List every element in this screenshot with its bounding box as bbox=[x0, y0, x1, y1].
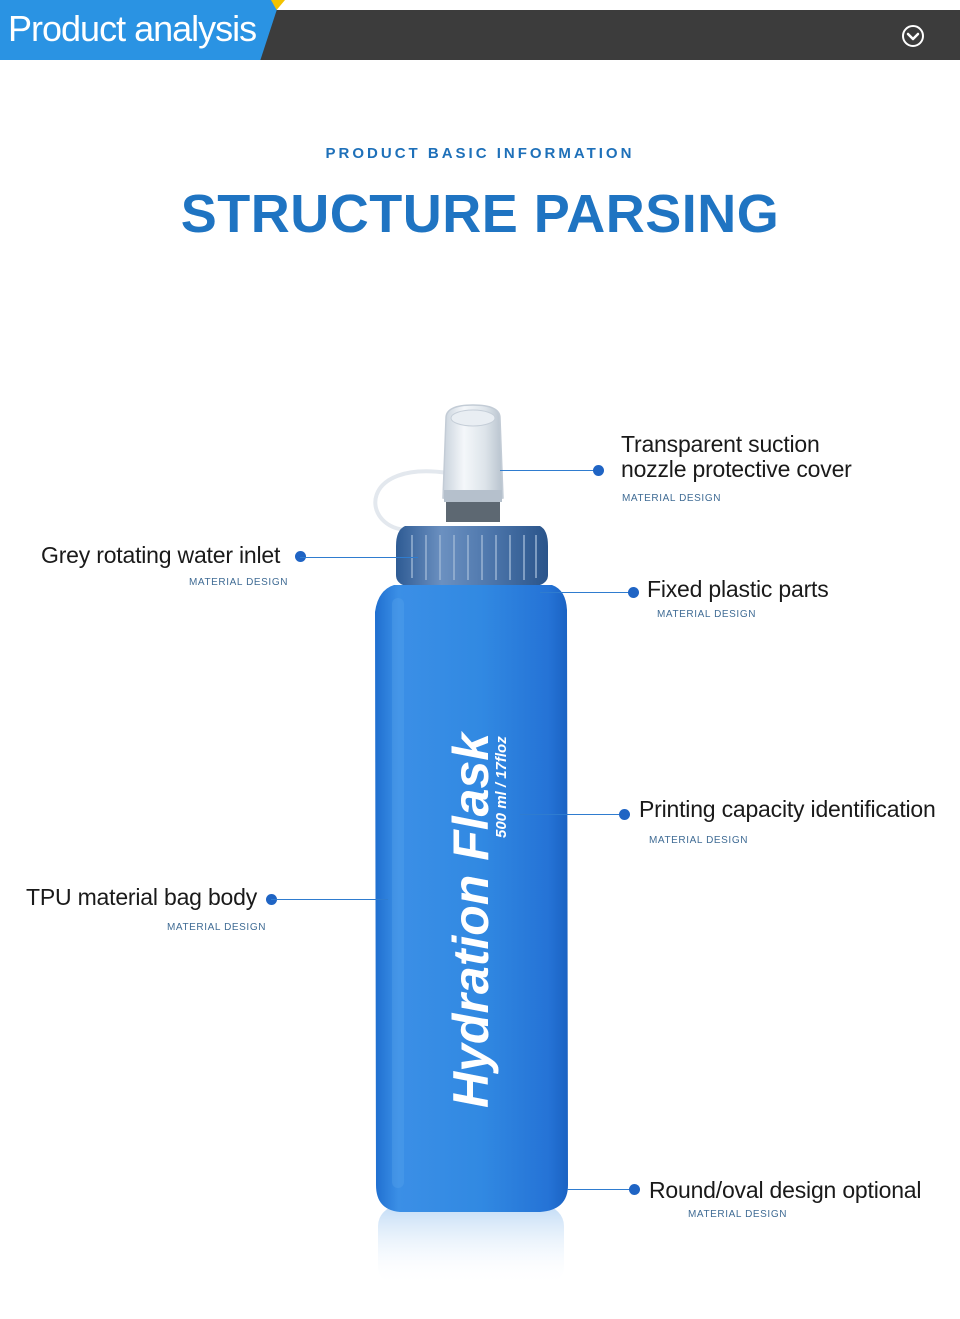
nozzle-thread bbox=[446, 502, 500, 522]
callout-label-water-inlet: Grey rotating water inlet bbox=[41, 542, 281, 568]
callout-label-shape-design: Round/oval design optional bbox=[649, 1177, 922, 1203]
callout-label-capacity-print: Printing capacity identification bbox=[639, 796, 936, 822]
callout-dot-water-inlet bbox=[295, 551, 306, 562]
callout-sub-water-inlet: MATERIAL DESIGN bbox=[189, 577, 289, 588]
callout-sub-capacity-print: MATERIAL DESIGN bbox=[649, 835, 749, 846]
section-subtitle: PRODUCT BASIC INFORMATION bbox=[325, 145, 635, 162]
callout-label-bag-body: TPU material bag body bbox=[26, 884, 258, 910]
header-accent bbox=[271, 0, 285, 10]
callout-line-bag-body bbox=[271, 899, 388, 900]
callout-dot-capacity-print bbox=[619, 809, 630, 820]
callout-label-nozzle-cover: Transparent suction nozzle protective co… bbox=[621, 432, 852, 482]
header-title: Product analysis bbox=[8, 8, 257, 49]
flask-capacity-print: 500 ml / 17floz bbox=[493, 736, 510, 838]
chevron-down-circle-icon[interactable] bbox=[901, 24, 925, 48]
callout-sub-shape-design: MATERIAL DESIGN bbox=[688, 1209, 788, 1220]
rotating-cap bbox=[396, 526, 548, 585]
callout-line-fixed-parts bbox=[540, 592, 633, 593]
header-bar: Product analysis bbox=[0, 0, 960, 60]
callout-label-line: Transparent suction bbox=[621, 431, 820, 457]
callout-sub-bag-body: MATERIAL DESIGN bbox=[167, 922, 267, 933]
callout-line-nozzle-cover bbox=[500, 470, 596, 471]
callout-sub-nozzle-cover: MATERIAL DESIGN bbox=[622, 493, 722, 504]
flask-body bbox=[375, 585, 568, 1212]
tether-loop bbox=[373, 469, 449, 532]
section-title: STRUCTURE PARSING bbox=[180, 184, 780, 244]
flask-reflection bbox=[378, 1206, 564, 1286]
callout-dot-fixed-parts bbox=[628, 587, 639, 598]
callout-line-shape-design bbox=[567, 1189, 634, 1190]
callout-label-line: nozzle protective cover bbox=[621, 456, 852, 482]
callout-label-fixed-parts: Fixed plastic parts bbox=[647, 576, 829, 602]
flask-brand-print: Hydration Flask bbox=[443, 731, 499, 1108]
callout-dot-nozzle-cover bbox=[593, 465, 604, 476]
callout-sub-fixed-parts: MATERIAL DESIGN bbox=[657, 609, 757, 620]
callout-dot-shape-design bbox=[629, 1184, 640, 1195]
callout-line-capacity-print bbox=[520, 814, 624, 815]
header-title-tab bbox=[0, 0, 280, 60]
callout-line-water-inlet bbox=[300, 557, 418, 558]
